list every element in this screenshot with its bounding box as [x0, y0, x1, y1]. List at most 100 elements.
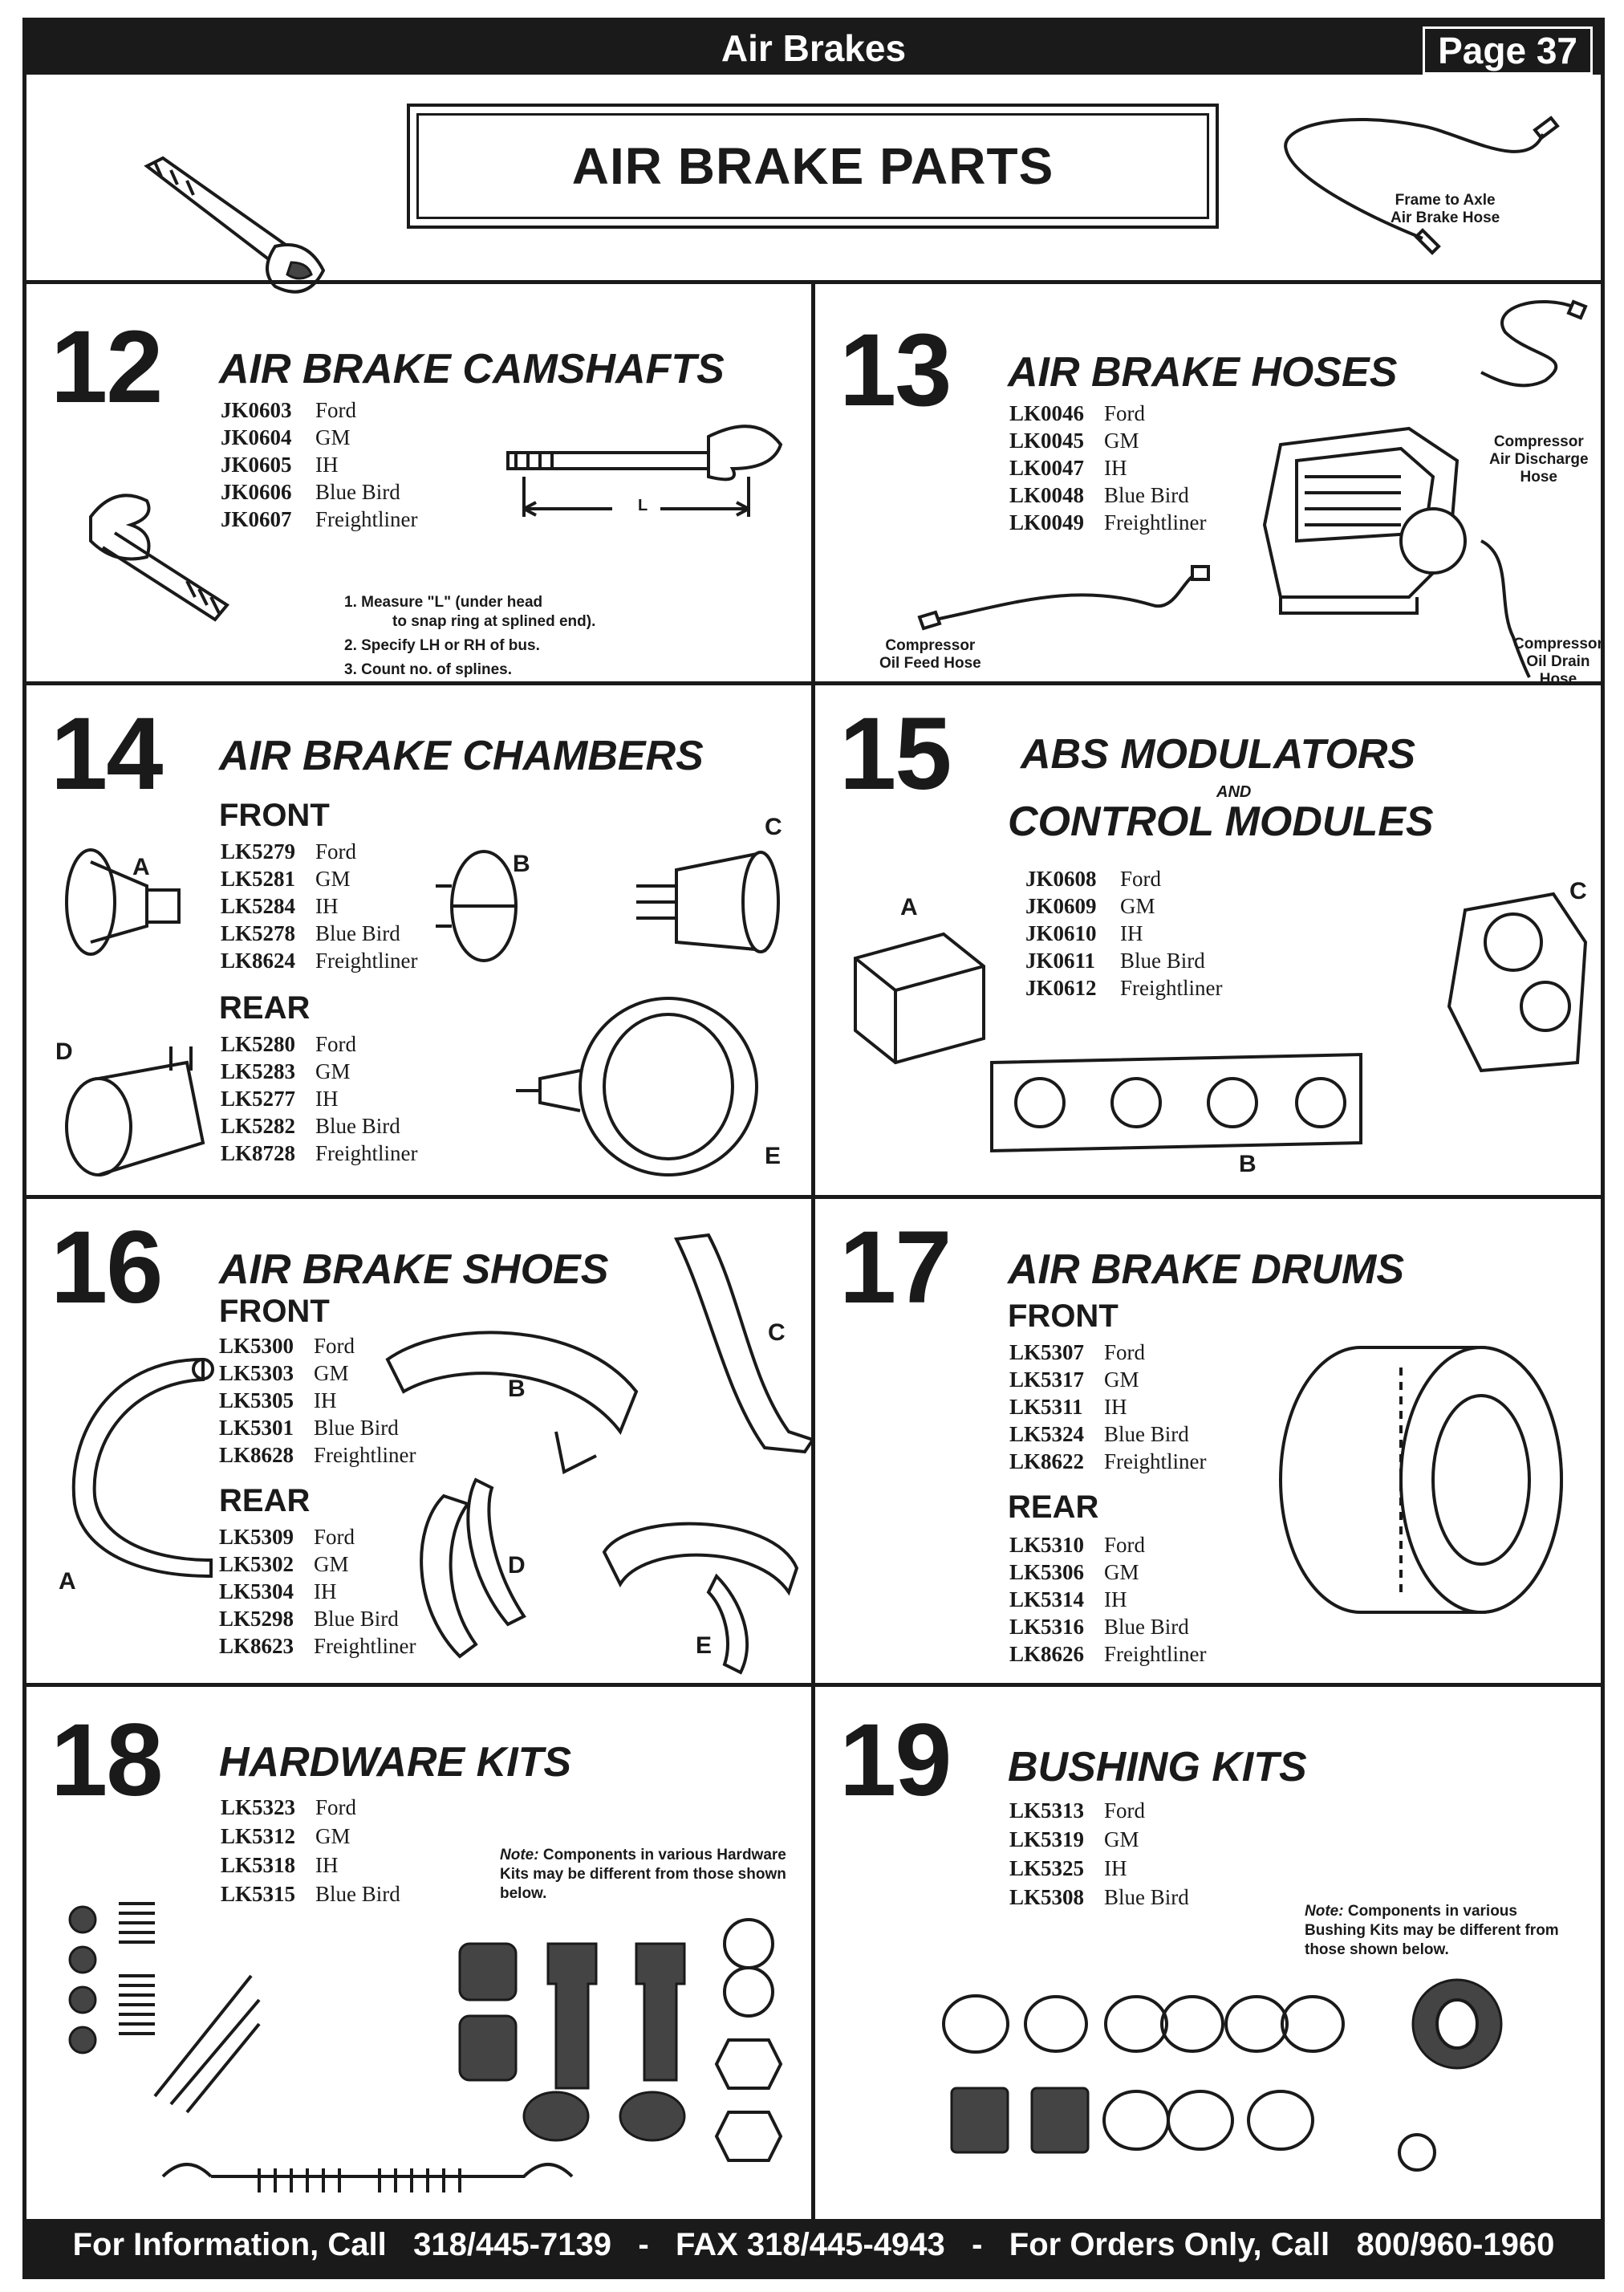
part-code: LK5306 — [1009, 1560, 1085, 1584]
vehicle-make: Ford — [315, 1795, 357, 1819]
part-code: JK0605 — [221, 453, 292, 477]
vehicle-make: Blue Bird — [1104, 1885, 1189, 1909]
part-row: JK0610 IH — [1025, 920, 1222, 947]
step: 1. Measure "L" (under head — [344, 594, 543, 611]
contact-info: For Information, Call 318/445-7139 - FAX… — [72, 2227, 1555, 2262]
part-code: LK5300 — [219, 1334, 294, 1358]
part-code: JK0607 — [221, 507, 292, 531]
feed-hose-caption: Compressor Oil Feed Hose — [879, 637, 981, 672]
vehicle-make: GM — [1120, 894, 1155, 918]
section-title: AIR BRAKE SHOES — [219, 1246, 609, 1293]
vehicle-make: IH — [1120, 921, 1143, 945]
rear-label: REAR — [1008, 1489, 1099, 1525]
part-code: LK5302 — [219, 1552, 294, 1576]
section-number: 15 — [839, 697, 952, 811]
oil-feed-hose-illustration — [917, 565, 1210, 631]
vehicle-make: Blue Bird — [1120, 949, 1205, 973]
section-number: 16 — [51, 1210, 163, 1325]
vehicle-make: IH — [1104, 1587, 1127, 1611]
front-label: FRONT — [1008, 1298, 1119, 1334]
part-code: JK0610 — [1025, 921, 1097, 945]
vehicle-make: IH — [1104, 1395, 1127, 1419]
vehicle-make: Freightliner — [1120, 976, 1223, 1000]
label-a: A — [132, 854, 150, 880]
vehicle-make: Blue Bird — [314, 1607, 399, 1631]
part-code: LK5281 — [221, 867, 296, 891]
section-number: 18 — [51, 1703, 163, 1818]
main-title: AIR BRAKE PARTS — [571, 137, 1054, 195]
part-code: JK0609 — [1025, 894, 1097, 918]
vehicle-make: Blue Bird — [315, 480, 400, 504]
abs-module-a-illustration — [854, 932, 985, 1065]
vehicle-make: Ford — [315, 398, 357, 422]
vehicle-make: GM — [1104, 429, 1139, 453]
rear-label: REAR — [219, 1483, 311, 1518]
part-code: LK5312 — [221, 1824, 296, 1848]
kit-note: Note: Components in various Hardware Kit… — [500, 1846, 789, 1904]
label-d: D — [508, 1552, 526, 1579]
vehicle-make: IH — [315, 453, 339, 477]
vehicle-make: GM — [1104, 1827, 1139, 1851]
vehicle-make: Blue Bird — [1104, 1615, 1189, 1639]
catalog-page: Air Brakes Page 37 AIR BRAKE PARTS Frame… — [22, 18, 1605, 2279]
vehicle-make: Blue Bird — [315, 1114, 400, 1138]
vehicle-make: Blue Bird — [1104, 1422, 1189, 1446]
discharge-hose-caption: Compressor Air Discharge Hose — [1489, 433, 1589, 486]
dimension-label: L — [638, 497, 648, 514]
footer-bar: For Information, Call 318/445-7139 - FAX… — [26, 2219, 1601, 2275]
part-code: LK8623 — [219, 1634, 294, 1658]
compressor-illustration — [1262, 426, 1467, 615]
vehicle-make: Freightliner — [315, 507, 418, 531]
part-row: JK0611 Blue Bird — [1025, 947, 1222, 974]
label-c: C — [1569, 878, 1587, 904]
header-title: Air Brakes — [721, 27, 907, 69]
vehicle-make: GM — [315, 1059, 351, 1083]
vehicle-make: Freightliner — [1104, 1642, 1207, 1666]
part-code: JK0604 — [221, 425, 292, 449]
vehicle-make: IH — [1104, 456, 1127, 480]
label-b: B — [508, 1376, 526, 1402]
part-code: LK5298 — [219, 1607, 294, 1631]
frame-to-axle-hose-illustration — [1284, 116, 1560, 255]
part-code: LK0049 — [1009, 510, 1085, 534]
part-row: LK5306 GM — [1009, 1558, 1206, 1586]
shoe-b-illustration — [385, 1331, 639, 1474]
and-label: AND — [1216, 783, 1252, 801]
vehicle-make: Blue Bird — [315, 921, 400, 945]
air-discharge-hose-illustration — [1480, 299, 1588, 388]
vehicle-make: GM — [1104, 1560, 1139, 1584]
part-code: JK0611 — [1025, 949, 1096, 973]
camshaft-measure-diagram — [506, 425, 783, 517]
part-code: LK8628 — [219, 1443, 294, 1467]
main-title-box: AIR BRAKE PARTS — [407, 104, 1219, 229]
part-code: LK5325 — [1009, 1856, 1085, 1880]
part-code: LK5283 — [221, 1059, 296, 1083]
camshaft-illustration — [89, 494, 229, 622]
